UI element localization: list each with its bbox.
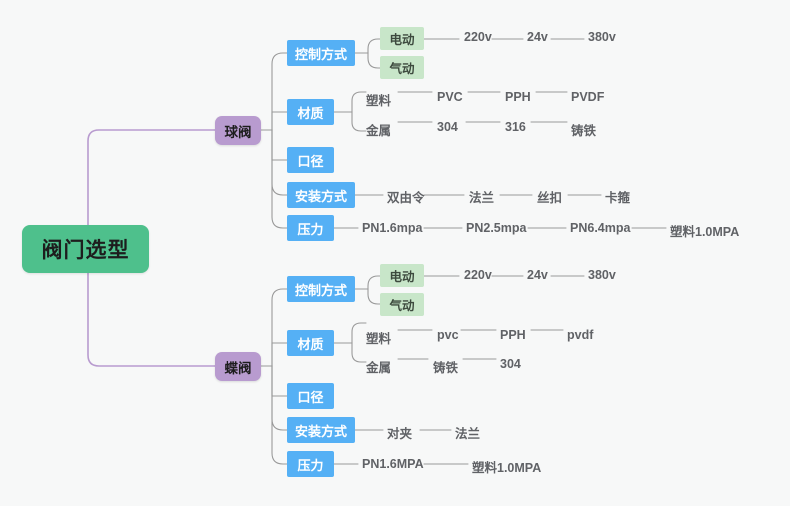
topic-node[interactable]: 控制方式: [287, 40, 355, 66]
leaf-node[interactable]: PN2.5mpa: [466, 221, 527, 235]
connector-branch-topic: [260, 365, 288, 465]
topic-node[interactable]: 材质: [287, 99, 334, 125]
connector-root-branch: [87, 248, 216, 367]
leaf-node[interactable]: 塑料: [366, 332, 392, 346]
connector-branch-topic: [260, 129, 288, 196]
connector-branch-topic: [260, 52, 288, 131]
connector-branch-topic: [260, 111, 288, 131]
leaf-node[interactable]: 卡箍: [605, 191, 631, 205]
leaf-node[interactable]: 380v: [588, 30, 616, 44]
leaf-node[interactable]: 铸铁: [433, 361, 459, 375]
leaf-node[interactable]: 法兰: [455, 427, 481, 441]
connector-topic-subtopic: [333, 111, 367, 132]
topic-node[interactable]: 压力: [287, 451, 334, 477]
leaf-node[interactable]: 220v: [464, 30, 492, 44]
connector-branch-topic: [260, 129, 288, 229]
leaf-node[interactable]: 塑料: [366, 94, 392, 108]
leaf-node[interactable]: 法兰: [469, 191, 495, 205]
leaf-node[interactable]: 304: [437, 120, 458, 134]
leaf-node[interactable]: 24v: [527, 30, 548, 44]
leaf-node[interactable]: 316: [505, 120, 526, 134]
leaf-node[interactable]: 塑料1.0MPA: [472, 461, 542, 475]
topic-node[interactable]: 口径: [287, 383, 334, 409]
subtopic-node[interactable]: 电动: [380, 264, 424, 287]
leaf-node[interactable]: PVC: [437, 90, 463, 104]
leaf-node[interactable]: PN1.6mpa: [362, 221, 423, 235]
leaf-node[interactable]: 金属: [366, 361, 392, 375]
leaf-node[interactable]: PPH: [505, 90, 531, 104]
leaf-node[interactable]: 金属: [366, 124, 392, 138]
subtopic-node[interactable]: 气动: [380, 293, 424, 316]
leaf-node[interactable]: 塑料1.0MPA: [670, 225, 740, 239]
topic-node[interactable]: 安装方式: [287, 182, 355, 208]
leaf-node[interactable]: PN6.4mpa: [570, 221, 631, 235]
connector-topic-subtopic: [354, 275, 381, 290]
subtopic-node[interactable]: 电动: [380, 27, 424, 50]
connector-branch-topic: [260, 365, 288, 397]
leaf-node[interactable]: pvc: [437, 328, 459, 342]
connector-topic-subtopic: [333, 322, 367, 344]
connector-root-branch: [87, 129, 216, 250]
topic-node[interactable]: 压力: [287, 215, 334, 241]
root-node[interactable]: 阀门选型: [22, 225, 149, 273]
branch-node[interactable]: 蝶阀: [215, 352, 261, 381]
leaf-node[interactable]: 24v: [527, 268, 548, 282]
leaf-node[interactable]: 304: [500, 357, 521, 371]
connector-branch-topic: [260, 342, 288, 367]
leaf-node[interactable]: PPH: [500, 328, 526, 342]
topic-node[interactable]: 安装方式: [287, 417, 355, 443]
connector-topic-subtopic: [333, 91, 367, 113]
leaf-node[interactable]: 双由令: [387, 191, 425, 205]
connector-branch-topic: [260, 288, 288, 367]
connector-topic-subtopic: [354, 52, 381, 69]
topic-node[interactable]: 口径: [287, 147, 334, 173]
connector-topic-subtopic: [333, 342, 367, 363]
leaf-node[interactable]: 铸铁: [571, 124, 597, 138]
connector-topic-subtopic: [354, 38, 381, 54]
leaf-node[interactable]: 220v: [464, 268, 492, 282]
subtopic-node[interactable]: 气动: [380, 56, 424, 79]
connector-branch-topic: [260, 129, 288, 161]
topic-node[interactable]: 控制方式: [287, 276, 355, 302]
connector-topic-subtopic: [354, 288, 381, 305]
leaf-node[interactable]: 380v: [588, 268, 616, 282]
leaf-node[interactable]: pvdf: [567, 328, 594, 342]
branch-node[interactable]: 球阀: [215, 116, 261, 145]
topic-node[interactable]: 材质: [287, 330, 334, 356]
leaf-node[interactable]: 对夹: [387, 427, 413, 441]
leaf-node[interactable]: PN1.6MPA: [362, 457, 424, 471]
leaf-node[interactable]: 丝扣: [537, 191, 563, 205]
leaf-node[interactable]: PVDF: [571, 90, 605, 104]
connector-branch-topic: [260, 365, 288, 431]
